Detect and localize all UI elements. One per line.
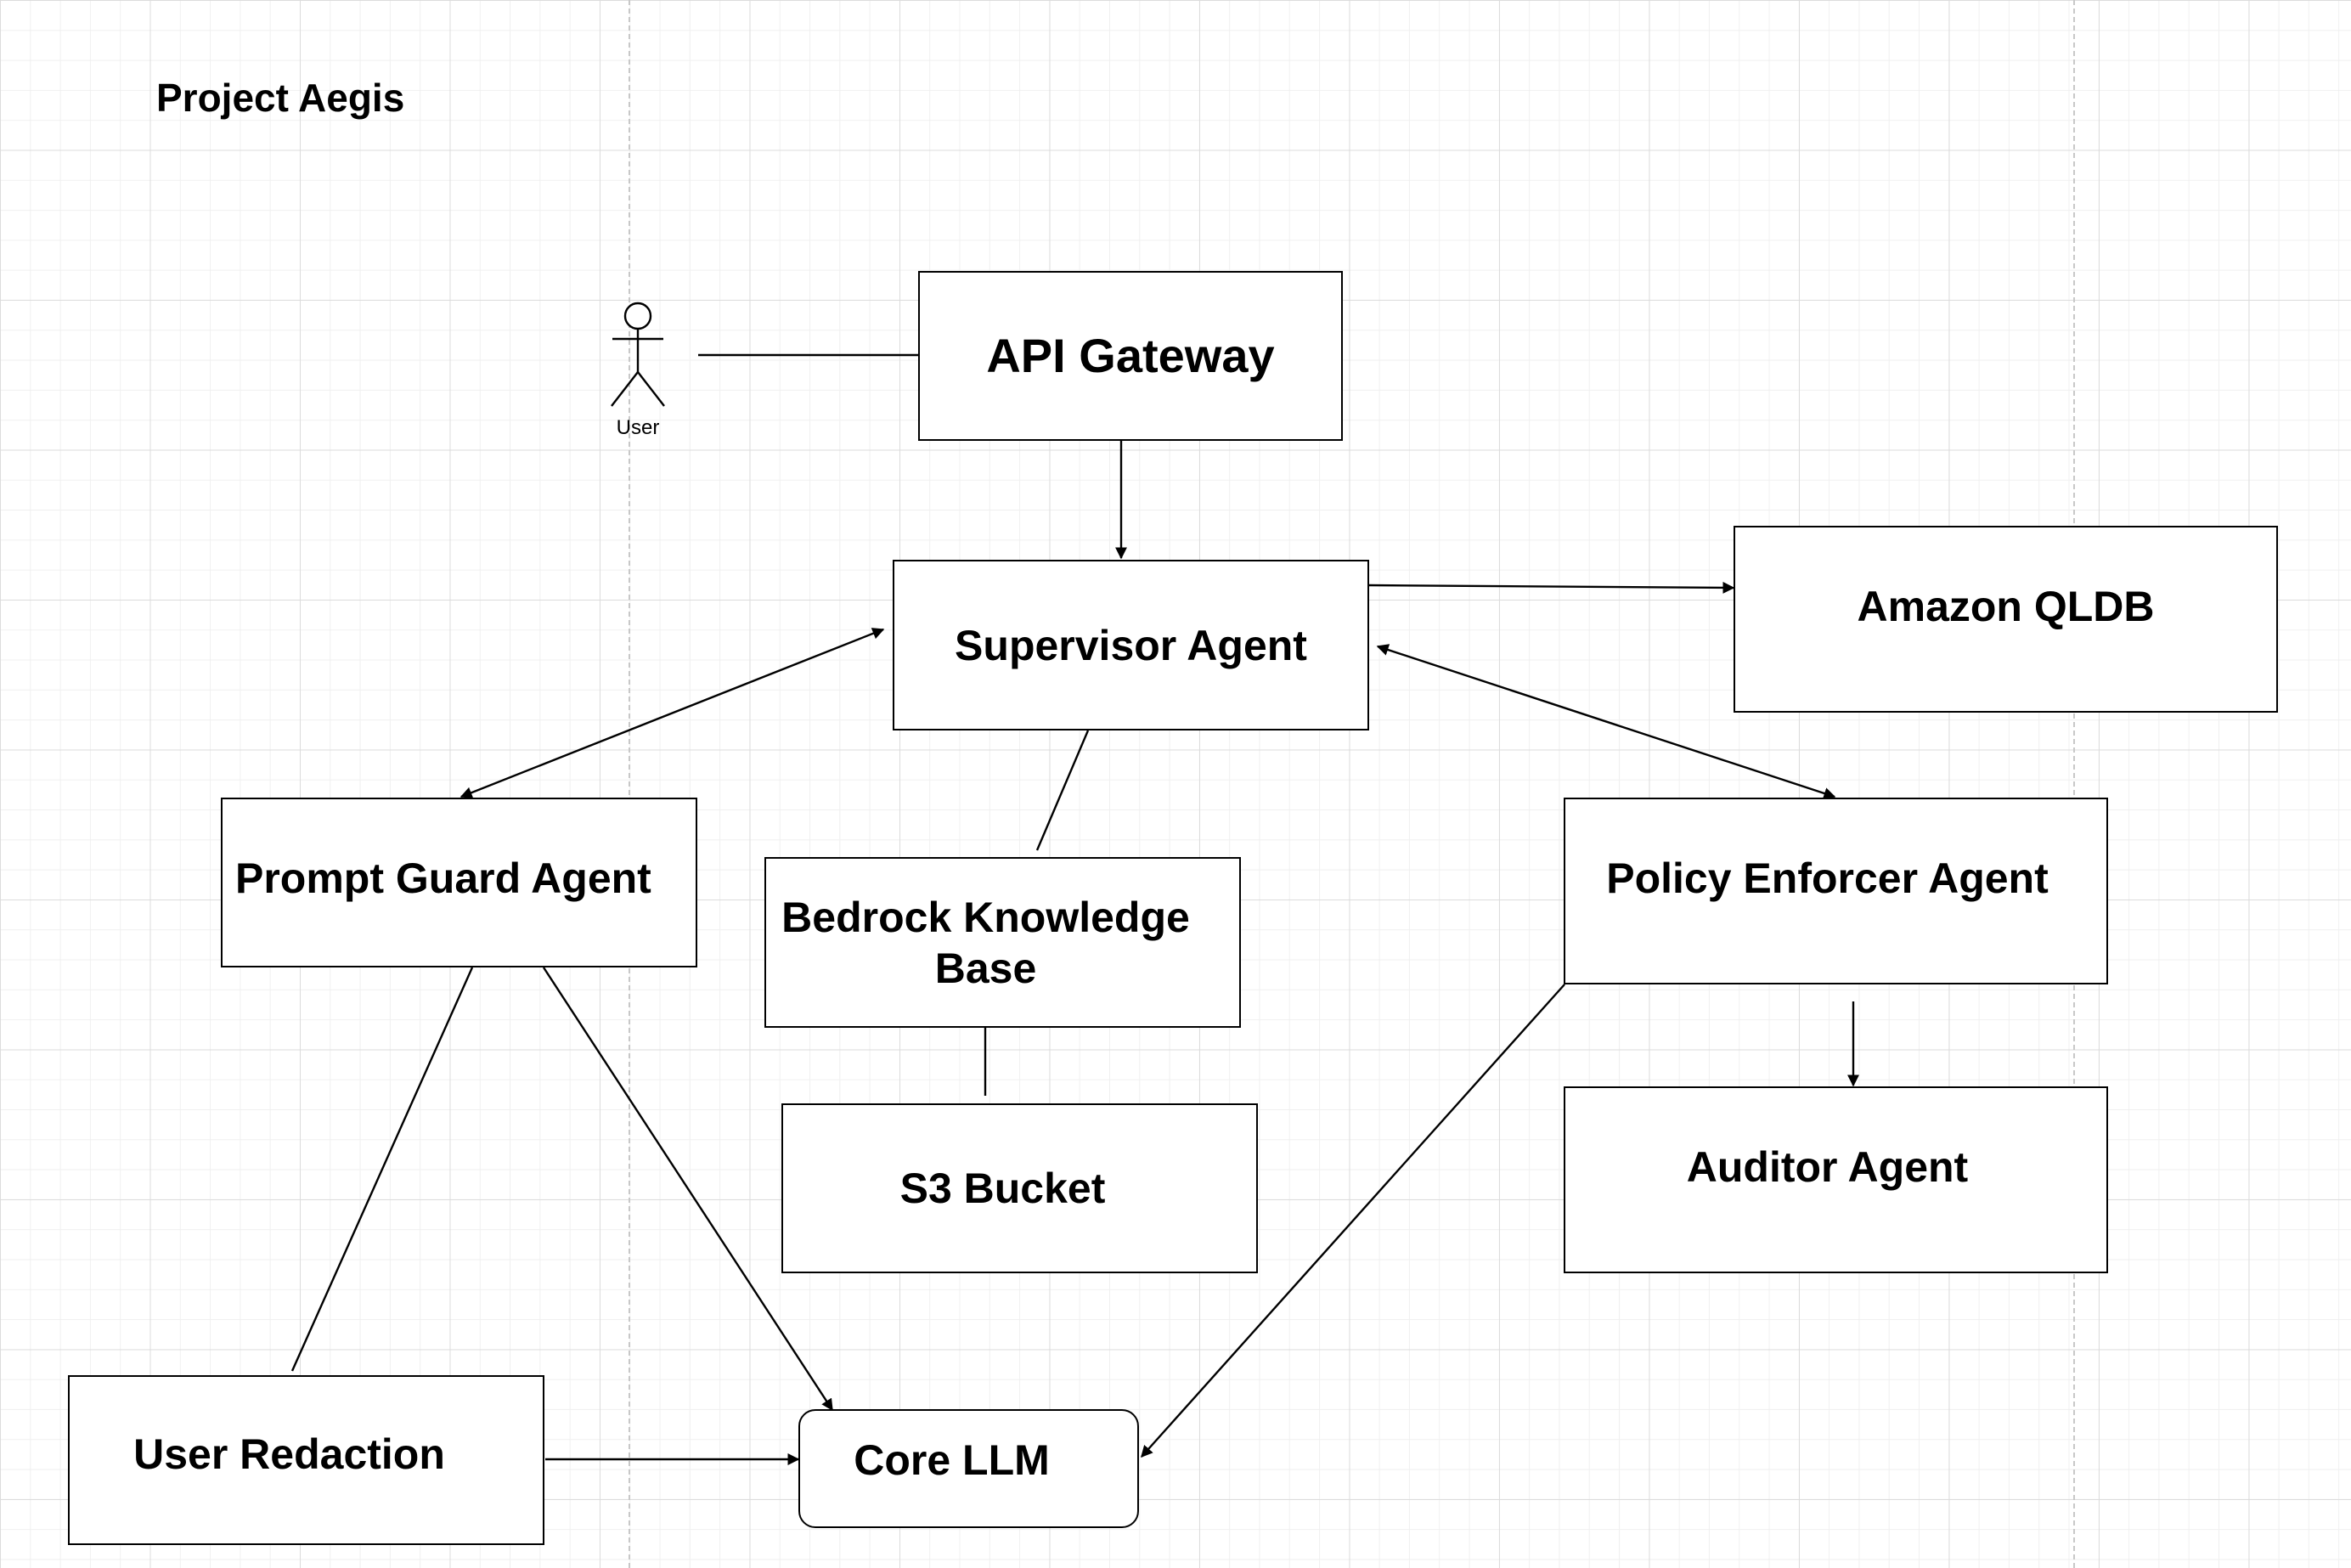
edge-supervisor-bedrock[interactable] bbox=[1035, 730, 1090, 851]
node-core-llm[interactable]: Core LLM bbox=[798, 1409, 1139, 1528]
node-label: API Gateway bbox=[986, 329, 1275, 383]
node-api-gateway[interactable]: API Gateway bbox=[918, 271, 1343, 441]
node-label: Policy Enforcer Agent bbox=[1606, 855, 2049, 902]
edge-supervisor-qldb[interactable] bbox=[1368, 581, 1735, 594]
node-label: Amazon QLDB bbox=[1857, 583, 2155, 630]
page-break-line bbox=[2073, 0, 2075, 1568]
edge-prompt-guard-core-llm[interactable] bbox=[542, 967, 834, 1412]
node-label: User Redaction bbox=[133, 1430, 445, 1478]
node-label: S3 Bucket bbox=[899, 1165, 1106, 1212]
node-supervisor-agent[interactable]: Supervisor Agent bbox=[893, 560, 1369, 730]
node-auditor-agent[interactable]: Auditor Agent bbox=[1564, 1086, 2108, 1273]
node-label: Core LLM bbox=[854, 1436, 1050, 1484]
node-prompt-guard-agent[interactable]: Prompt Guard Agent bbox=[221, 798, 697, 967]
node-label: Supervisor Agent bbox=[955, 621, 1307, 669]
diagram-title: Project Aegis bbox=[156, 76, 405, 120]
edge-policy-enforcer-core-llm[interactable] bbox=[1141, 984, 1565, 1458]
edge-prompt-guard-user-redaction[interactable] bbox=[290, 967, 474, 1372]
node-label: Prompt Guard Agent bbox=[235, 855, 651, 902]
node-user-redaction[interactable]: User Redaction bbox=[68, 1375, 544, 1545]
node-label: Auditor Agent bbox=[1686, 1143, 1969, 1191]
node-policy-enforcer-agent[interactable]: Policy Enforcer Agent bbox=[1564, 798, 2108, 984]
edge-supervisor-policy-enforcer[interactable] bbox=[1376, 644, 1836, 799]
node-bedrock-knowledge-base[interactable]: Bedrock Knowledge Base bbox=[764, 857, 1241, 1028]
stick-figure-icon[interactable] bbox=[611, 302, 665, 407]
edge-supervisor-prompt-guard[interactable] bbox=[459, 628, 885, 798]
node-amazon-qldb[interactable]: Amazon QLDB bbox=[1734, 526, 2278, 713]
user-actor-label: User bbox=[616, 416, 660, 439]
node-label-line-2: Base bbox=[934, 944, 1037, 992]
node-label-line-1: Bedrock Knowledge bbox=[781, 893, 1190, 941]
node-s3-bucket[interactable]: S3 Bucket bbox=[781, 1103, 1258, 1273]
